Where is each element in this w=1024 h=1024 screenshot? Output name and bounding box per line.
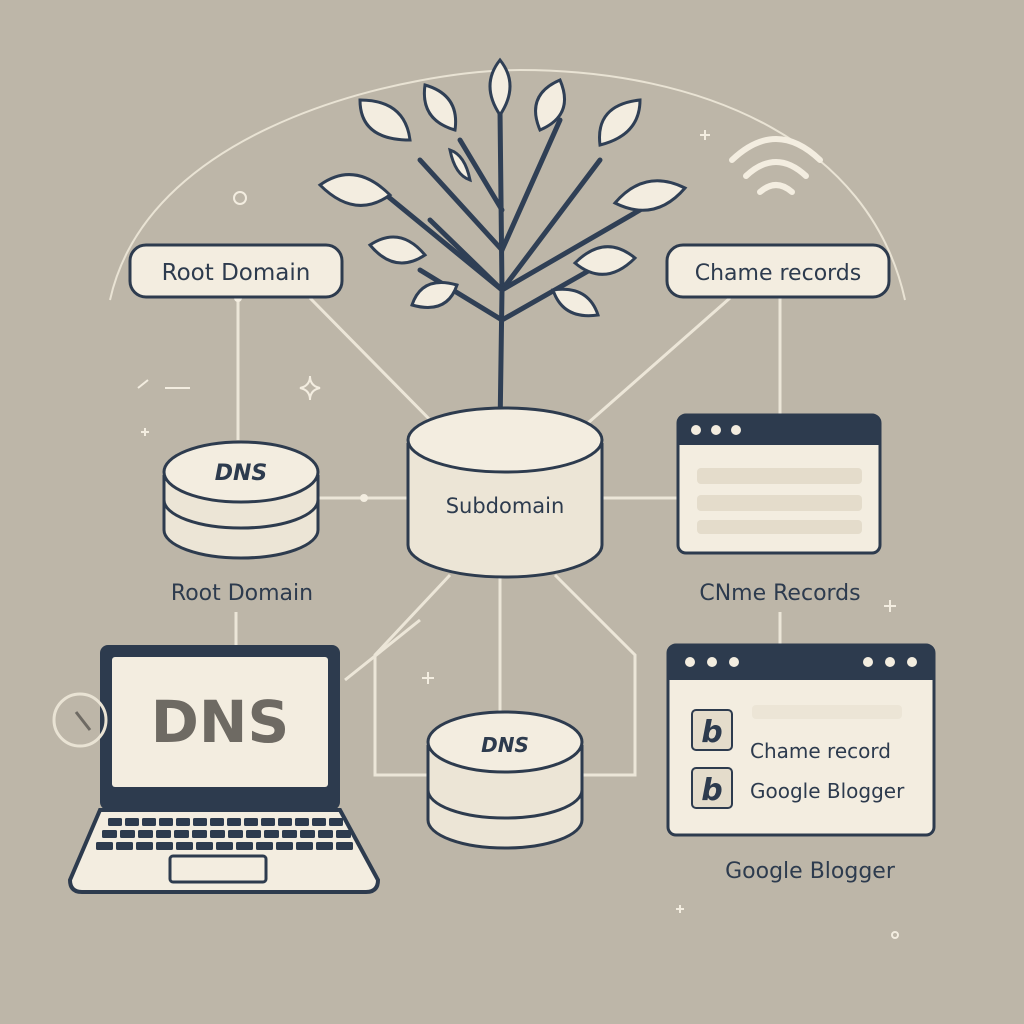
- keyboard-key: [196, 842, 213, 850]
- wifi-icon: [729, 136, 823, 195]
- keyboard-key: [316, 842, 333, 850]
- keyboard-key: [278, 818, 292, 826]
- keyboard-key: [216, 842, 233, 850]
- root-domain-pill: Root Domain: [128, 243, 344, 299]
- keyboard-key: [329, 818, 343, 826]
- keyboard-key: [256, 842, 273, 850]
- keyboard-key: [228, 830, 243, 838]
- keyboard-key: [142, 818, 156, 826]
- keyboard-key: [300, 830, 315, 838]
- keyboard-key: [156, 830, 171, 838]
- cname-records-caption: CNme Records: [699, 581, 860, 606]
- blogger-icon: b: [691, 709, 733, 751]
- keyboard-key: [236, 842, 253, 850]
- keyboard-key: [282, 830, 297, 838]
- keyboard-key: [96, 842, 113, 850]
- keyboard-key: [261, 818, 275, 826]
- google-blogger-caption: Google Blogger: [725, 859, 896, 884]
- keyboard-key: [174, 830, 189, 838]
- keyboard-key: [336, 830, 351, 838]
- keyboard-key: [246, 830, 261, 838]
- keyboard-key: [108, 818, 122, 826]
- tree-icon: [317, 57, 688, 453]
- laptop: DNS: [67, 645, 381, 894]
- dns-stack-bottom-label: DNS: [481, 733, 529, 757]
- root-domain-pill-label: Root Domain: [162, 260, 311, 286]
- blogger-icon: b: [691, 767, 733, 809]
- keyboard-key: [156, 842, 173, 850]
- blogger-icon-glyph: b: [701, 715, 722, 750]
- keyboard-key: [336, 842, 353, 850]
- sparkle-icon: [137, 130, 899, 939]
- background-arc: [109, 68, 906, 301]
- keyboard-key: [192, 830, 207, 838]
- laptop-screen-label: DNS: [151, 688, 289, 756]
- keyboard-key: [138, 830, 153, 838]
- keyboard-key: [120, 830, 135, 838]
- blogger-browser-window: b Chame record b Google Blogger: [666, 643, 936, 837]
- browser-item-cname-record: Chame record: [750, 739, 891, 763]
- keyboard-key: [296, 842, 313, 850]
- keyboard-key: [264, 830, 279, 838]
- keyboard-key: [227, 818, 241, 826]
- keyboard-key: [276, 842, 293, 850]
- keyboard-key: [244, 818, 258, 826]
- subdomain-cylinder: Subdomain: [406, 406, 604, 579]
- dns-server-stack-left: DNS: [162, 440, 320, 560]
- keyboard-key: [136, 842, 153, 850]
- keyboard-key: [159, 818, 173, 826]
- back-arrow-icon: [52, 692, 108, 748]
- cname-records-pill-label: Chame records: [695, 261, 861, 286]
- connector-lines: [234, 296, 782, 777]
- keyboard-key: [210, 818, 224, 826]
- keyboard-key: [295, 818, 309, 826]
- subdomain-label: Subdomain: [446, 494, 565, 518]
- dns-stack-left-label: DNS: [215, 461, 268, 486]
- keyboard-key: [125, 818, 139, 826]
- blogger-icon-glyph: b: [701, 773, 722, 808]
- keyboard-keys: [96, 818, 353, 850]
- keyboard-key: [102, 830, 117, 838]
- root-domain-caption: Root Domain: [171, 581, 313, 606]
- cname-records-pill: Chame records: [665, 243, 891, 299]
- keyboard-key: [176, 842, 193, 850]
- browser-item-google-blogger: Google Blogger: [750, 779, 905, 803]
- keyboard-key: [318, 830, 333, 838]
- keyboard-key: [176, 818, 190, 826]
- keyboard-key: [312, 818, 326, 826]
- cname-browser-window: [676, 413, 882, 555]
- keyboard-key: [116, 842, 133, 850]
- dns-server-stack-bottom: DNS: [426, 710, 584, 850]
- keyboard-key: [210, 830, 225, 838]
- keyboard-key: [193, 818, 207, 826]
